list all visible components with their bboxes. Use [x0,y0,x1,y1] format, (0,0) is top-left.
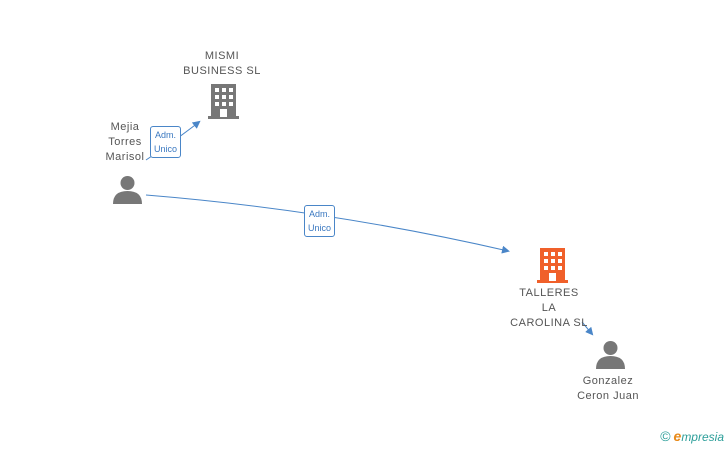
node-label-gonzalez: Gonzalez Ceron Juan [563,374,653,404]
copyright-icon: © [660,428,671,444]
node-label-line: Marisol [105,151,145,163]
node-label-line: Torres [108,136,142,148]
empresia-logo: ©empresia [660,428,724,444]
building-icon[interactable] [208,84,239,119]
edge-label-mejia-mismi[interactable]: Adm. Unico [150,126,182,158]
node-label-line: MISMI [204,50,240,62]
edge-label-line: Unico [154,144,178,154]
edge-label-line: Adm. [155,130,177,140]
node-label-line: CAROLINA SL [510,317,588,329]
node-label-mismi: MISMI BUSINESS SL [172,49,272,79]
edge-label-line: Adm. [309,209,331,219]
node-label-talleres: TALLERES LA CAROLINA SL [499,286,599,331]
edge-label-mejia-talleres[interactable]: Adm. Unico [304,205,336,237]
node-label-mejia: Mejia Torres Marisol [90,120,160,165]
person-icon[interactable] [113,175,142,204]
node-label-line: TALLERES [519,287,579,299]
node-label-line: BUSINESS SL [183,65,261,77]
edge-label-line: Unico [308,223,332,233]
person-icon[interactable] [596,340,625,369]
node-label-line: Mejia [110,121,140,133]
brand-name: mpresia [681,430,724,444]
building-icon[interactable] [537,248,568,283]
node-label-line: LA [541,302,557,314]
edge-gonzalez-to-talleres [581,321,594,336]
brand-initial: e [673,428,682,444]
node-label-line: Gonzalez [582,375,634,387]
node-label-line: Ceron Juan [577,390,639,402]
